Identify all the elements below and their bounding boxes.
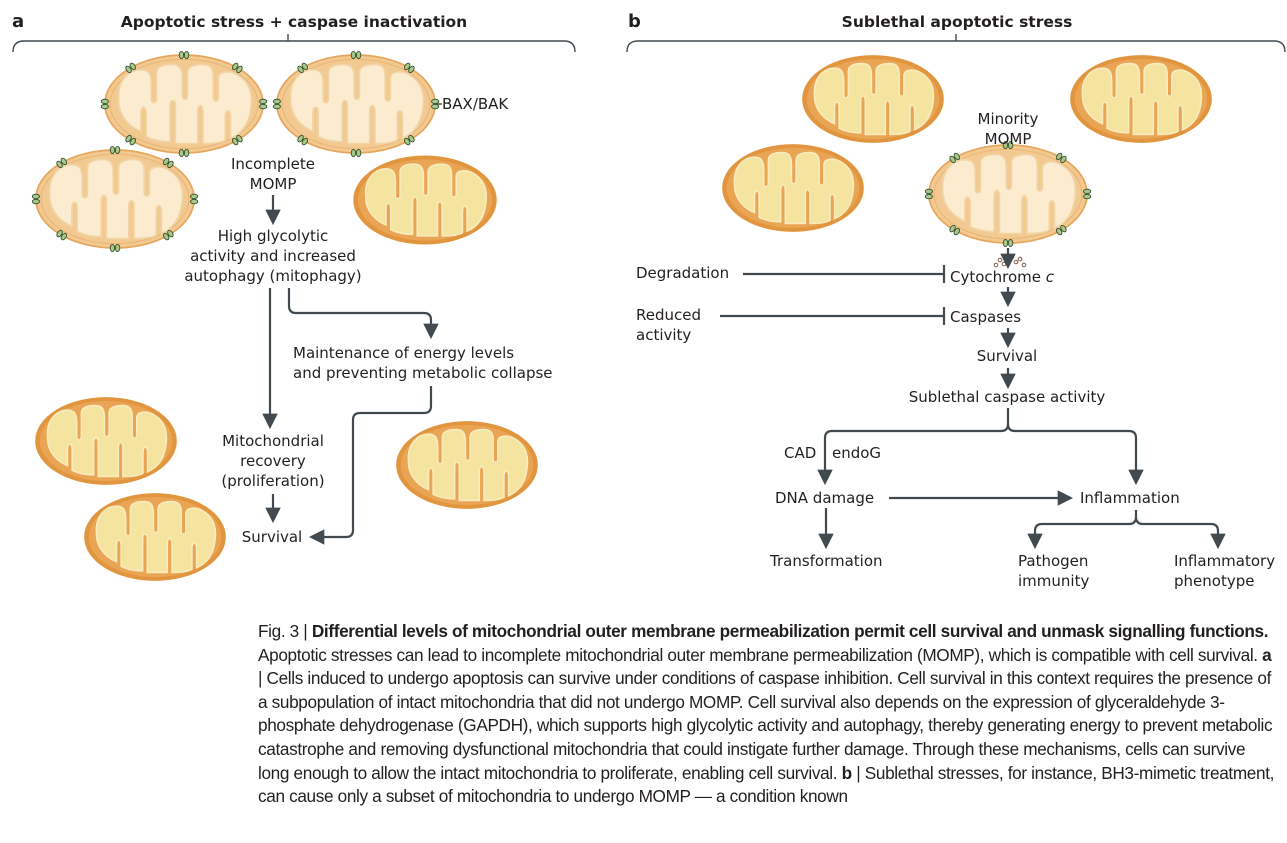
permeabilized-mitochondrion	[101, 51, 266, 156]
dna-damage-label: DNA damage	[775, 489, 874, 507]
glycolytic-line2: activity and increased	[190, 247, 356, 265]
caption-fig-label: Fig. 3 |	[258, 621, 312, 641]
permeabilized-mitochondrion	[32, 146, 197, 251]
figure-caption: Fig. 3 | Differential levels of mitochon…	[258, 620, 1278, 809]
caption-b-text: | Sublethal stresses, for instance, BH3-…	[258, 762, 1275, 807]
panel-b-survival: Survival	[977, 347, 1037, 365]
panel-b-letter: b	[628, 11, 641, 32]
endog-label: endoG	[832, 444, 881, 462]
pathogen-immunity-line2: immunity	[1018, 572, 1089, 590]
panel-a-bracket	[12, 34, 576, 53]
recovery-line3: (proliferation)	[221, 472, 324, 490]
panel-b-title: Sublethal apoptotic stress	[842, 13, 1073, 31]
caption-intro: Apoptotic stresses can lead to incomplet…	[258, 644, 1263, 665]
caption-title: Differential levels of mitochondrial out…	[311, 621, 1269, 641]
sublethal-caspase-label: Sublethal caspase activity	[909, 388, 1106, 406]
recovery-line2: recovery	[240, 452, 306, 470]
arrow-to-maintenance	[287, 288, 439, 340]
cytochrome-c-particles	[993, 254, 1027, 268]
degradation-label: Degradation	[636, 264, 729, 282]
arrow-maintenance-to-survival	[308, 386, 433, 545]
glycolytic-line3: autophagy (mitophagy)	[184, 267, 361, 285]
inflammatory-phenotype-line1: Inflammatory	[1174, 552, 1275, 570]
inflammatory-phenotype-line2: phenotype	[1174, 572, 1254, 590]
panel-b-bracket	[626, 34, 1286, 53]
caption-a-text: | Cells induced to undergo apoptosis can…	[258, 668, 1273, 783]
recovery-line1: Mitochondrial	[222, 432, 324, 450]
maintenance-line1: Maintenance of energy levels	[293, 344, 514, 362]
arrow-to-pathogen-immunity	[1027, 510, 1138, 550]
bax-bak-label: BAX/BAK	[442, 95, 509, 113]
figure-3-diagram: a Apoptotic stress + caspase inactivatio…	[12, 11, 1286, 590]
cytochrome-c-label: Cytochrome c	[950, 268, 1055, 286]
minority-momp-line2: MOMP	[985, 130, 1032, 148]
intact-mitochondrion	[1069, 54, 1213, 144]
glycolytic-line1: High glycolytic	[218, 227, 329, 245]
arrow-to-inflammation	[1006, 423, 1144, 486]
panel-a-title: Apoptotic stress + caspase inactivation	[121, 13, 467, 31]
cad-label: CAD	[784, 444, 816, 462]
permeabilized-mitochondrion	[273, 51, 438, 156]
panel-a-letter: a	[12, 11, 24, 32]
intact-mitochondrion	[395, 420, 539, 510]
caption-b-label: b	[841, 762, 853, 783]
transformation-label: Transformation	[769, 552, 883, 570]
incomplete-momp-line2: MOMP	[250, 175, 297, 193]
intact-mitochondrion	[83, 492, 227, 582]
panel-a-survival: Survival	[242, 528, 302, 546]
pathogen-immunity-line1: Pathogen	[1018, 552, 1088, 570]
intact-mitochondrion	[801, 54, 945, 144]
incomplete-momp-line1: Incomplete	[231, 155, 315, 173]
caption-a-label: a	[1262, 644, 1272, 665]
inflammation-label: Inflammation	[1080, 489, 1180, 507]
intact-mitochondrion	[34, 396, 178, 486]
caspases-label: Caspases	[950, 308, 1021, 326]
arrow-to-inflammatory-phenotype	[1134, 516, 1226, 550]
maintenance-line2: and preventing metabolic collapse	[293, 364, 553, 382]
reduced-activity-line2: activity	[636, 326, 691, 344]
intact-mitochondrion	[352, 154, 498, 246]
reduced-activity-line1: Reduced	[636, 306, 701, 324]
intact-mitochondrion	[721, 143, 865, 233]
minority-momp-line1: Minority	[978, 110, 1039, 128]
permeabilized-mitochondrion	[925, 141, 1090, 246]
